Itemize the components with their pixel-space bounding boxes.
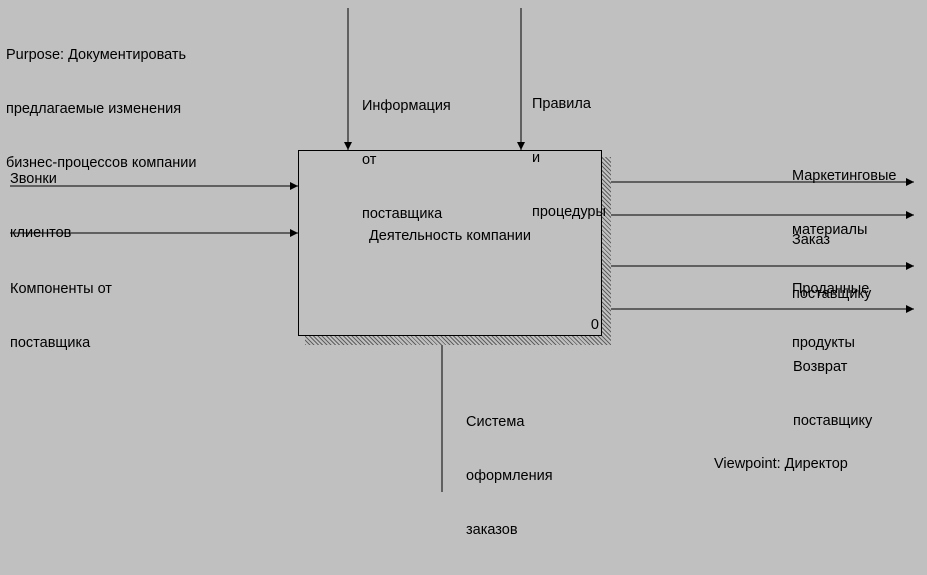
viewpoint-text: Viewpoint: Директор [714, 456, 848, 472]
output-label-sold-line-1: Проданные [792, 281, 870, 297]
control-label-rules-line-1: Правила [532, 96, 591, 112]
output-label-sold[interactable]: Проданные продукты [792, 244, 869, 388]
mechanism-label-order-system-line-2: оформления [466, 468, 553, 484]
output-label-marketing[interactable]: Маркетинговые материалы [792, 131, 896, 275]
purpose-line-3: бизнес-процессов компании [6, 155, 197, 171]
control-label-rules-line-2: и [532, 150, 541, 166]
control-label-supplier-info-line-1: Информация [362, 98, 451, 114]
input-label-calls[interactable]: Звонки клиентов [10, 134, 71, 278]
arrows-layer [10, 8, 914, 492]
input-label-calls-line-1: Звонки [10, 171, 57, 187]
output-label-order-line-2: поставщику [792, 286, 872, 302]
output-label-order[interactable]: Заказ поставщику [792, 195, 871, 339]
input-label-components[interactable]: Компоненты от поставщика [10, 244, 112, 388]
mechanism-label-order-system-line-1: Система [466, 414, 525, 430]
idef0-diagram-canvas: Purpose: Документировать предлагаемые из… [6, 8, 914, 538]
control-label-supplier-info-line-3: поставщика [362, 206, 443, 222]
activity-number: 0 [590, 317, 599, 333]
output-label-marketing-line-1: Маркетинговые [792, 168, 897, 184]
control-label-rules[interactable]: Правила и процедуры [532, 59, 606, 257]
output-label-order-line-1: Заказ [792, 232, 831, 248]
input-label-components-line-1: Компоненты от [10, 281, 112, 297]
control-label-supplier-info[interactable]: Информация от поставщика [362, 61, 451, 259]
purpose-text: Purpose: Документировать предлагаемые из… [6, 10, 197, 208]
activity-box[interactable]: Деятельность компании 0 [298, 150, 602, 336]
activity-title: Деятельность компании [368, 228, 532, 244]
output-label-return[interactable]: Возврат поставщику [793, 322, 872, 466]
purpose-line-1: Purpose: Документировать [6, 47, 187, 63]
input-label-components-line-2: поставщика [10, 335, 91, 351]
mechanism-label-order-system-line-3: заказов [466, 522, 518, 538]
control-label-rules-line-3: процедуры [532, 204, 606, 220]
purpose-line-2: предлагаемые изменения [6, 101, 182, 117]
mechanism-label-order-system[interactable]: Система оформления заказов [466, 377, 553, 575]
output-label-return-line-1: Возврат [793, 359, 848, 375]
output-label-marketing-line-2: материалы [792, 222, 868, 238]
output-label-sold-line-2: продукты [792, 335, 855, 351]
control-label-supplier-info-line-2: от [362, 152, 377, 168]
output-label-return-line-2: поставщику [793, 413, 873, 429]
input-label-calls-line-2: клиентов [10, 225, 72, 241]
